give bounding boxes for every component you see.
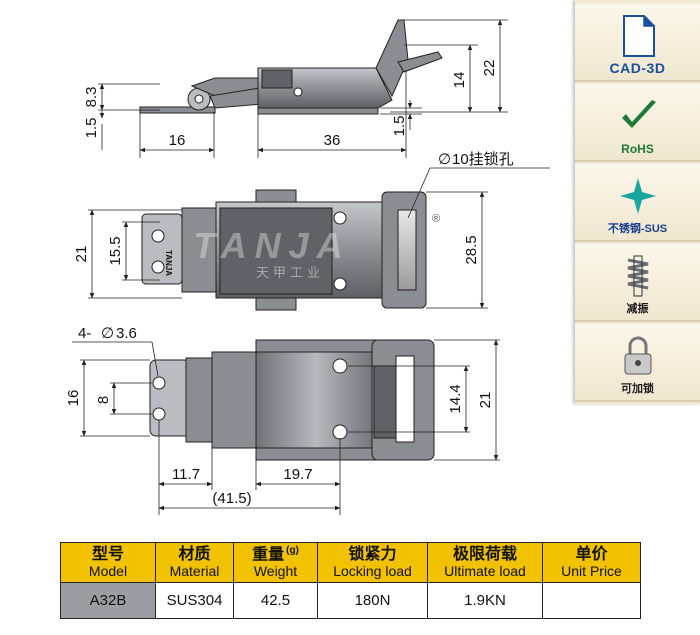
dim-16-side: 16 <box>169 132 186 149</box>
header-weight: 重量(g)Weight <box>233 542 318 583</box>
mount-hole <box>151 229 165 243</box>
padlock-slot <box>397 209 417 291</box>
table-row: A32B SUS304 42.5 180N 1.9KN <box>60 582 641 619</box>
registered-mark: ® <box>432 213 440 225</box>
hinge-plate-bottom <box>149 359 191 437</box>
cell-locking-load: 180N <box>317 582 428 619</box>
feature-damping[interactable]: 减振 <box>575 244 700 322</box>
dim-41-5: (41.5) <box>212 490 251 507</box>
hinge-pin <box>194 94 204 104</box>
top-view: TANJA TANJA 天甲工业 ® ∅ 10挂锁孔 21 15.5 28.5 <box>73 151 550 311</box>
dim-11-7: 11.7 <box>172 466 200 483</box>
lock-hole-label: 10挂锁孔 <box>452 151 514 168</box>
dim-16-bottom: 16 <box>65 390 82 407</box>
watermark-logo: TANJA <box>193 225 350 266</box>
side-rivet <box>293 87 303 97</box>
cell-unit-price <box>542 582 641 619</box>
mount-hole <box>152 376 166 390</box>
padlock-slot-bottom <box>395 355 415 443</box>
lock-hole-diameter-symbol: ∅ <box>438 151 451 168</box>
feature-label-damping: 减振 <box>626 303 649 315</box>
bottom-view: 4- ∅ 3.6 16 8 14.4 21 11.7 19.7 (41.5) <box>65 325 500 515</box>
hook-upright <box>375 19 409 98</box>
dim-28-5: 28.5 <box>463 235 480 264</box>
document-icon <box>623 15 655 57</box>
dim-8: 8 <box>95 396 112 404</box>
feature-label-rohs: RoHS <box>621 142 654 156</box>
feature-lockable[interactable]: 可加锁 <box>575 324 700 402</box>
dim-14: 14 <box>451 72 468 89</box>
body-bottom-left <box>211 351 261 449</box>
cell-ultimate-load: 1.9KN <box>427 582 543 619</box>
technical-drawing: 8.3 1.5 16 36 1.5 14 22 TANJA TANJA 天甲工业… <box>65 19 550 515</box>
feature-stainless[interactable]: 不锈钢-SUS <box>575 164 700 242</box>
dim-1-5-left: 1.5 <box>83 118 100 139</box>
dim-36: 36 <box>324 132 341 149</box>
latch-lever-block <box>261 69 293 89</box>
dim-1-5-right: 1.5 <box>391 116 408 137</box>
latch-cover-top <box>219 207 333 295</box>
sparkle-icon <box>620 178 656 214</box>
dim-8-3: 8.3 <box>83 87 100 108</box>
body-hole <box>332 358 348 374</box>
hinge-plate-top <box>141 213 183 285</box>
feature-rohs[interactable]: RoHS <box>575 84 700 162</box>
mount-hole <box>152 407 166 421</box>
hole-diameter-symbol: ∅ <box>101 325 114 342</box>
feature-label-sus: 不锈钢-SUS <box>607 223 668 235</box>
hole-size-label: 3.6 <box>116 325 137 342</box>
dim-19-7: 19.7 <box>283 466 312 483</box>
feature-label-cad: CAD-3D <box>609 60 666 76</box>
dim-22: 22 <box>481 60 498 77</box>
base-plate-right <box>257 107 379 115</box>
cell-model: A32B <box>60 582 156 619</box>
dim-21-bottom: 21 <box>477 392 494 409</box>
feature-label-lockable: 可加锁 <box>621 383 654 395</box>
hinge-barrel <box>181 207 221 293</box>
checkmark-icon <box>622 100 656 128</box>
side-view: 8.3 1.5 16 36 1.5 14 22 <box>83 19 508 158</box>
dim-21-top: 21 <box>73 246 90 263</box>
cell-weight: 42.5 <box>233 582 318 619</box>
dim-14-4: 14.4 <box>447 384 464 413</box>
hole-count-label: 4- <box>78 325 91 342</box>
hook-tail <box>397 51 443 73</box>
hinge-barrel-bottom <box>185 357 215 443</box>
cell-material: SUS304 <box>155 582 234 619</box>
watermark-cn: 天甲工业 <box>256 266 324 281</box>
dim-15-5: 15.5 <box>107 236 124 265</box>
body-hole <box>332 424 348 440</box>
body-hole <box>333 277 347 291</box>
body-hole <box>333 211 347 225</box>
padlock-icon <box>624 336 652 375</box>
feature-panel: CAD-3D RoHS 不锈钢-SUS 减振 可加锁 <box>575 0 700 404</box>
mount-hole <box>151 260 165 274</box>
feature-cad-3d[interactable]: CAD-3D <box>575 4 700 82</box>
brand-stamp: TANJA <box>164 250 173 276</box>
spring-icon <box>627 255 649 297</box>
